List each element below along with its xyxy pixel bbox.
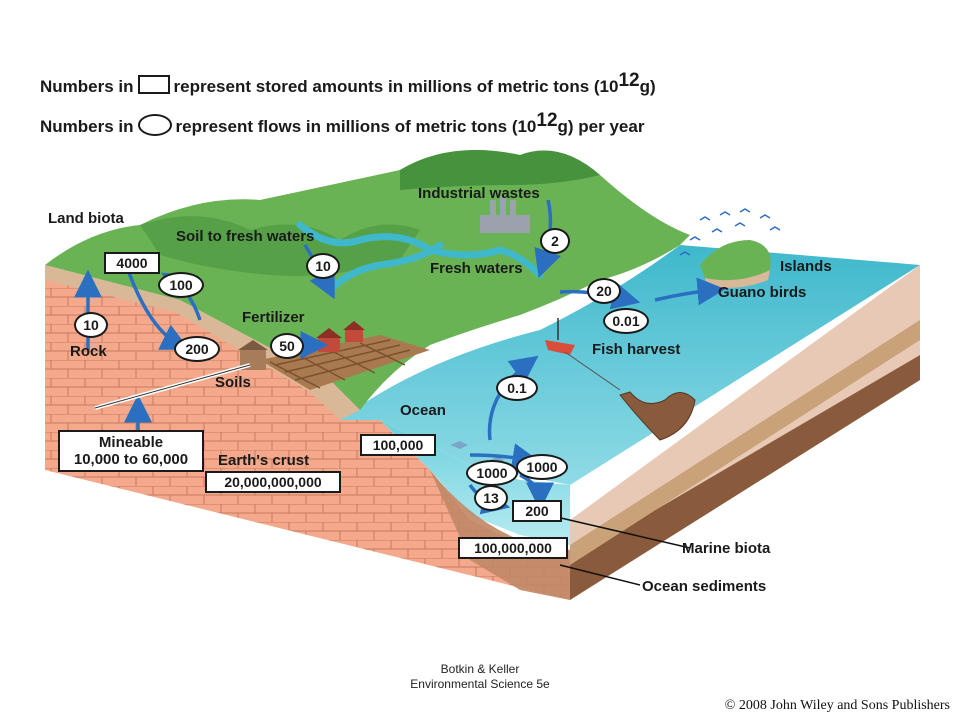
label-soils: Soils <box>215 374 251 391</box>
island <box>700 240 771 281</box>
fish <box>450 441 504 463</box>
label-earths-crust: Earth's crust <box>218 452 310 469</box>
legend-stored-exponent: 12 <box>618 70 640 91</box>
credit-line-2: Environmental Science 5e <box>410 677 550 691</box>
label-fertilizer: Fertilizer <box>242 309 305 326</box>
farm-field <box>260 335 430 390</box>
fishing-boat <box>545 340 575 355</box>
fishing-net <box>619 391 696 441</box>
label-soil-to-fresh-waters: Soil to fresh waters <box>176 228 315 245</box>
legend-stored-text: represent stored amounts in millions of … <box>173 77 619 96</box>
legend-flow-text: represent flows in millions of metric to… <box>175 117 537 136</box>
legend-flow-exponent: 12 <box>536 110 558 131</box>
credit-line-1: Botkin & Keller <box>440 662 520 676</box>
copyright-notice: © 2008 John Wiley and Sons Publishers <box>724 698 950 713</box>
arrow-biota-to-ocean <box>519 473 554 511</box>
stored-earths-crust: 20,000,000,000 <box>205 471 341 493</box>
legend-stored: Numbers in represent stored amounts in mi… <box>40 70 656 97</box>
rectangle-legend-icon <box>137 75 170 94</box>
label-fish-harvest: Fish harvest <box>592 341 681 358</box>
label-industrial-wastes: Industrial wastes <box>418 185 540 202</box>
label-rock: Rock <box>70 343 107 360</box>
stored-ocean: 100,000 <box>360 434 436 456</box>
flow-soil-to-biota: 200 <box>174 336 220 362</box>
label-ocean-sediments: Ocean sediments <box>642 578 767 595</box>
legend-stored-prefix: Numbers in <box>40 77 134 96</box>
flow-ocean-to-biota: 1000 <box>466 460 518 486</box>
flow-biota-to-ocean: 1000 <box>516 454 568 480</box>
farmhouse <box>318 338 340 352</box>
guano-birds-flock <box>679 208 781 256</box>
stored-land-biota: 4000 <box>104 252 160 274</box>
ocean-surface <box>340 245 920 485</box>
stored-ocean-sediments: 100,000,000 <box>458 537 568 559</box>
stored-marine-biota: 200 <box>512 500 562 522</box>
label-islands: Islands <box>780 258 832 275</box>
flow-rock-to-biota: 10 <box>74 312 108 338</box>
flow-fish-harvest: 0.01 <box>603 308 649 334</box>
ocean-side-face <box>570 265 920 560</box>
leader-marine-biota <box>547 514 691 549</box>
sediment-band-right <box>570 355 920 600</box>
arrow-biota-to-soil <box>126 269 190 350</box>
flow-industrial: 2 <box>540 228 570 254</box>
arrow-fish-harvest <box>654 277 726 306</box>
label-guano-birds: Guano birds <box>718 284 807 301</box>
legend-flow-end: g) per year <box>557 117 645 136</box>
legend-flow-prefix: Numbers in <box>40 117 134 136</box>
factory <box>480 196 530 233</box>
label-marine-biota: Marine biota <box>682 540 771 557</box>
arrow-ocean-up <box>487 355 539 441</box>
legend-stored-end: g) <box>639 77 656 96</box>
flow-guano: 20 <box>587 278 621 304</box>
legend-flow: Numbers in represent flows in millions of… <box>40 110 644 137</box>
label-fresh-waters: Fresh waters <box>430 260 523 277</box>
leader-ocean-sediments <box>559 564 641 586</box>
flow-biota-to-soil: 100 <box>158 272 204 298</box>
label-ocean: Ocean <box>400 402 446 419</box>
flow-ocean-up: 0.1 <box>496 375 538 401</box>
flow-fertilizer: 50 <box>270 333 304 359</box>
oval-legend-icon <box>137 114 172 136</box>
flow-to-sediment: 13 <box>474 485 508 511</box>
mineable-range: 10,000 to 60,000 <box>73 451 189 468</box>
flow-soil-to-fresh: 10 <box>306 253 340 279</box>
stored-mineable: Mineable 10,000 to 60,000 <box>58 430 204 472</box>
river <box>296 221 544 294</box>
label-land-biota: Land biota <box>48 210 124 227</box>
mineable-title: Mineable <box>98 434 164 451</box>
